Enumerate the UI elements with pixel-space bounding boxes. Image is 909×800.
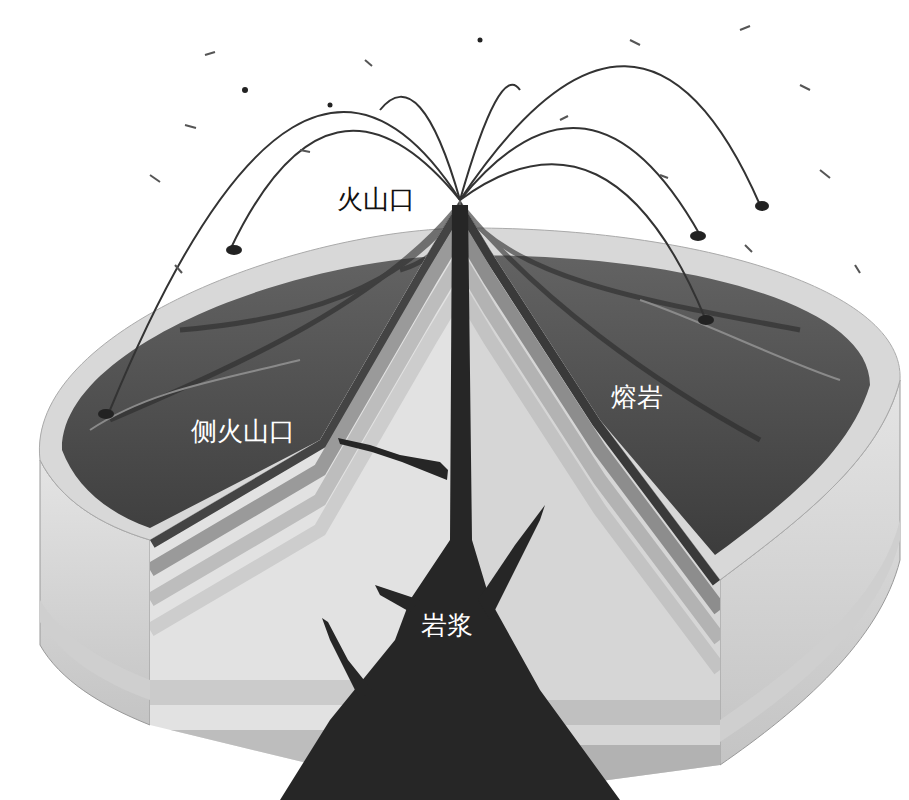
ejecta-bomb <box>98 38 769 420</box>
magma <box>280 205 620 800</box>
part-label: 岩浆 <box>418 610 476 641</box>
part-label: 侧火山口 <box>188 416 298 447</box>
ejecta-path <box>110 66 760 410</box>
part-label: 熔岩 <box>608 382 666 413</box>
part-label: 火山口 <box>334 184 418 215</box>
ash-fleck <box>150 26 860 273</box>
